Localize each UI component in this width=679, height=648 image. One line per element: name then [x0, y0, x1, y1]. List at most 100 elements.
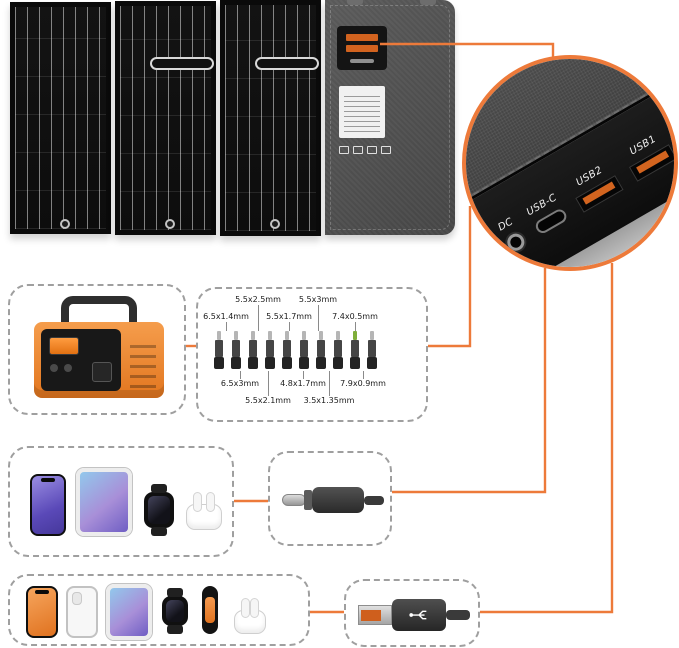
adapter-size-label: 7.9x0.9mm	[334, 371, 392, 389]
phone-notch	[35, 590, 49, 594]
phone-camera	[72, 592, 82, 605]
portable-power-station-icon	[34, 296, 164, 402]
dc-adapter-tip	[231, 331, 241, 371]
tablet-icon	[106, 584, 152, 640]
adapter-size-label: 5.5x3mm	[289, 295, 347, 331]
earbud	[206, 492, 215, 512]
usb-c-port-icon	[350, 59, 374, 63]
dc-port: DC	[495, 215, 528, 254]
ac-outlet-icon	[92, 362, 112, 382]
dc-adapter-tip	[333, 331, 343, 371]
grommet	[60, 219, 70, 229]
usb-tongue	[582, 181, 616, 205]
smartphone-icon	[26, 586, 58, 638]
adapter-size-label: 5.5x1.7mm	[260, 312, 318, 331]
earbuds-icon	[186, 492, 222, 530]
cert-mark-icon	[353, 146, 363, 154]
power-button-icon	[64, 364, 72, 372]
adapter-size-label: 5.5x2.1mm	[239, 371, 297, 406]
handle-slot	[255, 57, 319, 70]
smartphone-icon	[30, 474, 66, 536]
adapter-kit-box: 6.5x1.4mm 5.5x2.5mm 5.5x1.7mm 5.5x3mm 7.…	[196, 287, 428, 422]
dc-adapter-tip	[350, 331, 360, 371]
vent-grille	[130, 338, 156, 388]
panel-fold	[115, 1, 216, 235]
earbud	[250, 598, 259, 618]
junction-box	[325, 0, 455, 235]
grommet	[270, 219, 280, 229]
usb-tongue	[361, 610, 381, 621]
line-dc-to-adapters	[428, 206, 472, 348]
closeup-photo: DC USB-C USB2 USB1	[466, 59, 674, 267]
grommet	[165, 219, 175, 229]
spec-sticker	[339, 86, 385, 138]
smartwatch-icon	[162, 596, 188, 626]
port-closeup-callout: DC USB-C USB2 USB1	[462, 55, 678, 271]
usb-c-cable-box	[268, 451, 392, 546]
earbud	[193, 492, 202, 512]
handle-slot	[150, 57, 214, 70]
usb-c-plug-tip	[282, 494, 306, 506]
line-usbc-port-to-cable	[392, 268, 547, 494]
power-button-icon	[50, 364, 58, 372]
usb-output-ports	[337, 26, 387, 70]
dc-adapter-tip	[248, 331, 258, 371]
cert-mark-icon	[339, 146, 349, 154]
adapter-size-label: 6.5x3mm	[211, 371, 269, 389]
certification-marks	[339, 146, 391, 154]
usb1-port: USB1	[620, 129, 674, 182]
line-usba-port-to-cable	[480, 263, 614, 614]
power-station-screen	[49, 337, 79, 355]
watch-screen	[166, 600, 184, 622]
smartwatch-icon	[144, 492, 174, 528]
panel-fold	[10, 2, 111, 234]
earbuds-icon	[234, 598, 266, 634]
cable-stub	[446, 610, 470, 620]
dc-adapter-tip	[316, 331, 326, 371]
usb2-port: USB2	[566, 160, 624, 213]
dc-socket-icon	[503, 230, 528, 254]
smartphone-icon	[66, 586, 98, 638]
phone-notch	[41, 478, 55, 482]
devices-box-usb-c	[8, 446, 234, 557]
usb-trident-icon	[409, 610, 427, 620]
plug-body	[312, 487, 364, 513]
power-station-box	[8, 284, 186, 415]
usb-port-icon	[346, 34, 378, 41]
usb-a-plug-shell	[358, 605, 392, 625]
dc-adapter-tip	[299, 331, 309, 371]
dc-port-label: DC	[496, 215, 516, 234]
line-panel-to-callout	[380, 42, 555, 58]
dc-adapter-tip	[367, 331, 377, 371]
usb-port-icon	[346, 45, 378, 52]
tablet-icon	[76, 468, 132, 536]
strap-tab	[347, 0, 363, 5]
plug-collar	[304, 490, 312, 510]
adapter-size-label: 7.4x0.5mm	[326, 312, 384, 331]
dc-adapter-tip	[282, 331, 292, 371]
strap-tab	[420, 0, 436, 5]
dc-adapter-tip	[214, 331, 224, 371]
devices-box-usb-a	[8, 574, 310, 646]
adapter-size-label: 5.5x2.5mm	[229, 295, 287, 331]
band-screen	[205, 597, 215, 623]
watch-screen	[148, 496, 170, 524]
stitching	[330, 5, 450, 230]
dc-adapter-tip	[265, 331, 275, 371]
spec-text-lines	[344, 93, 380, 132]
adapter-size-label: 3.5x1.35mm	[300, 371, 358, 406]
solar-panel	[10, 0, 455, 240]
earbud	[241, 598, 250, 618]
usb-c-port: USB-C	[525, 192, 569, 236]
panel-fold	[220, 0, 321, 236]
adapter-size-label: 4.8x1.7mm	[274, 371, 332, 389]
fitness-band-icon	[202, 586, 218, 634]
plug-body	[392, 599, 446, 631]
cable-stub	[364, 496, 384, 505]
adapter-size-label: 6.5x1.4mm	[197, 312, 255, 331]
cert-mark-icon	[367, 146, 377, 154]
usb-tongue	[635, 150, 669, 174]
cert-mark-icon	[381, 146, 391, 154]
